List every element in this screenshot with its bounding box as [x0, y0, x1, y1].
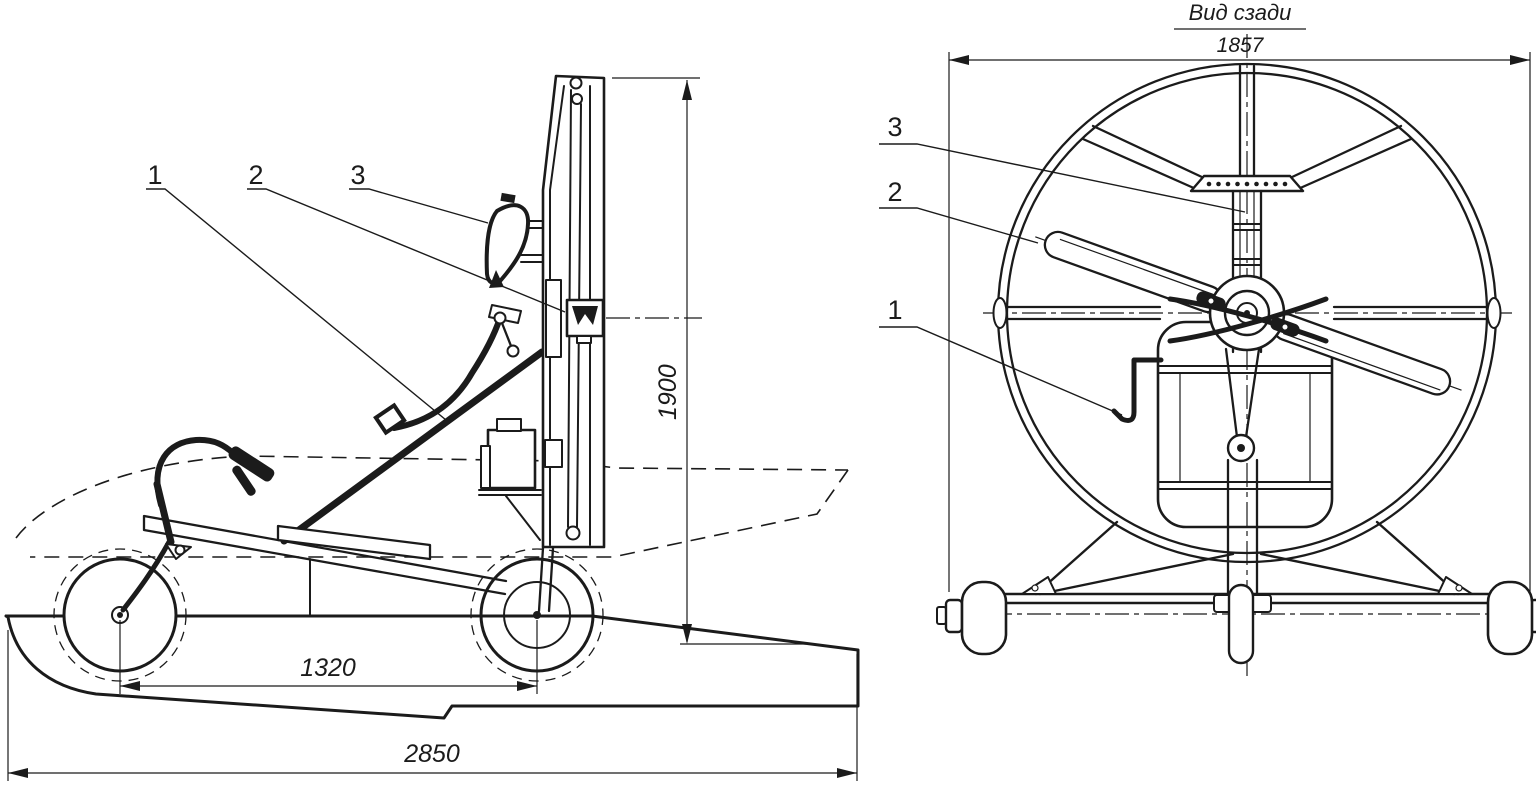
side-view: 1900 1320 2850 1 2 3 — [4, 74, 860, 781]
mast-strut — [280, 348, 546, 545]
centerlines — [983, 34, 1518, 676]
plate-holes — [1206, 181, 1288, 187]
fuel-tank — [484, 192, 544, 288]
landing-struts — [1034, 520, 1460, 596]
cross-tubes — [1167, 291, 1329, 344]
wheel-right — [1486, 580, 1536, 656]
blade-root-lug — [1270, 317, 1300, 337]
pylon-rungs — [1232, 223, 1262, 298]
tank-cap — [500, 192, 516, 204]
dim-wheelbase: 1320 — [119, 620, 538, 694]
engine — [478, 418, 542, 541]
side-callout-2: 2 — [248, 160, 263, 190]
propeller-hub-side — [565, 298, 605, 338]
dim-length-label: 2850 — [403, 740, 460, 768]
backrest-pad — [373, 402, 407, 436]
rear-callout-3: 3 — [887, 112, 902, 142]
dim-height: 1900 — [612, 77, 806, 645]
brake-lever — [232, 465, 256, 496]
hand-grip — [228, 446, 275, 482]
rear-callout-2: 2 — [887, 177, 902, 207]
dim-length: 2850 — [7, 630, 858, 781]
frame-beam — [142, 514, 508, 596]
blade-root-lug — [1196, 291, 1226, 311]
propeller-hub — [1208, 274, 1286, 352]
belt-tensioner — [1224, 347, 1261, 596]
tank-brackets — [520, 220, 544, 263]
front-fork — [120, 539, 172, 613]
bottom-pulley — [565, 525, 581, 541]
rear-view: Вид сзади 1857 3 2 1 — [879, 0, 1536, 676]
top-pulley — [569, 76, 583, 90]
float-outline — [4, 558, 860, 720]
head-tube — [153, 480, 175, 546]
hull-dashed-profile — [15, 455, 849, 558]
side-callouts: 1 2 3 — [146, 160, 566, 421]
landing-gear — [936, 520, 1536, 665]
rear-callout-1: 1 — [887, 295, 902, 325]
pylon — [1189, 174, 1305, 354]
handlebar — [154, 436, 236, 508]
steering-assembly — [120, 436, 275, 613]
fan-cage — [537, 74, 702, 613]
seat-plank — [276, 524, 432, 561]
side-callout-3: 3 — [350, 160, 365, 190]
dim-wheelbase-label: 1320 — [300, 654, 356, 682]
wheel-left — [936, 580, 1008, 656]
side-callout-1: 1 — [147, 160, 162, 190]
ring-spokes — [992, 64, 1502, 329]
rear-view-title: Вид сзади — [1189, 0, 1292, 25]
seat-frame-rear — [1156, 320, 1334, 529]
tail-wheel — [1227, 583, 1255, 665]
dim-width: Вид сзади 1857 — [948, 0, 1531, 592]
dim-height-label: 1900 — [654, 364, 682, 420]
cage-mount — [537, 546, 555, 613]
starter-handle — [1111, 357, 1164, 423]
dim-width-label: 1857 — [1217, 34, 1265, 57]
front-wheel — [53, 548, 187, 682]
seat-back-tube — [373, 304, 522, 436]
rear-callouts: 3 2 1 — [879, 112, 1246, 416]
